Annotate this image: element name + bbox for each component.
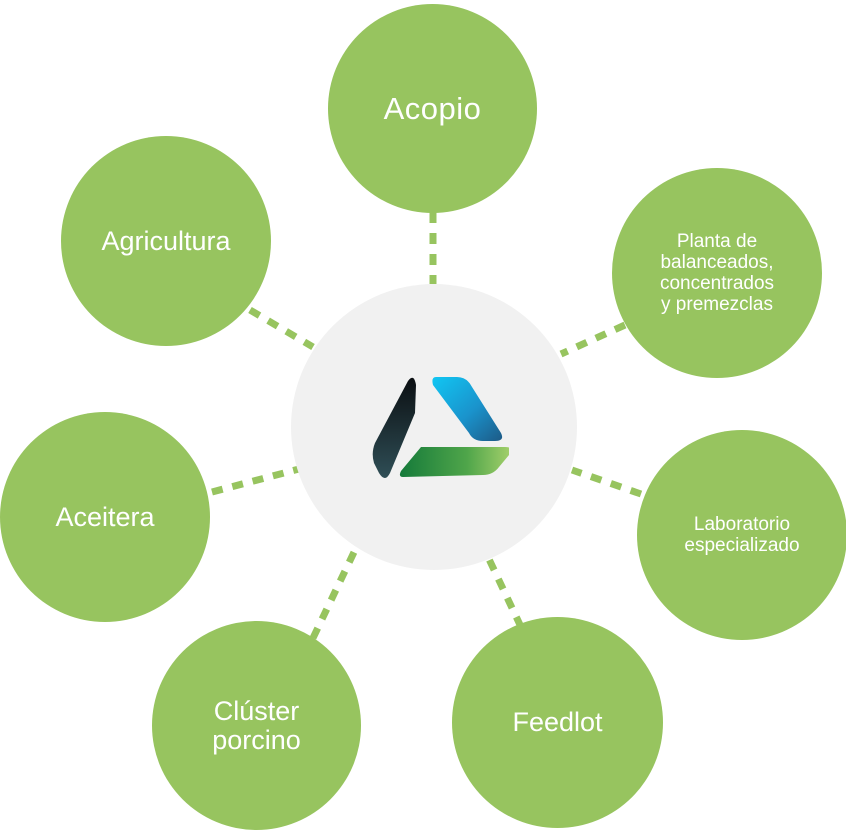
node-aceitera[interactable]: Aceitera (0, 412, 210, 622)
connector-feedlot (484, 555, 525, 629)
logo-green-segment (399, 447, 509, 477)
connector-aceitera (211, 465, 300, 496)
connector-laboratorio (570, 466, 643, 498)
connector-cluster (309, 546, 360, 640)
node-agricultura[interactable]: Agricultura (61, 136, 271, 346)
node-cluster[interactable]: Clúster porcino (152, 621, 361, 830)
node-label-aceitera: Aceitera (55, 501, 155, 532)
center-hub (291, 284, 577, 570)
triangle-logo-icon (372, 377, 509, 478)
logo-dark-segment (372, 377, 416, 478)
node-feedlot[interactable]: Feedlot (452, 617, 663, 828)
connector-agricultura (248, 306, 315, 351)
node-acopio[interactable]: Acopio (328, 4, 537, 213)
connector-planta (559, 321, 627, 358)
node-label-feedlot: Feedlot (512, 707, 603, 737)
node-planta[interactable]: Planta de balanceados, concentrados y pr… (612, 168, 822, 378)
node-label-laboratorio: Laboratorio especializado (684, 514, 800, 556)
node-label-acopio: Acopio (383, 91, 482, 126)
logo-blue-segment (432, 377, 503, 441)
node-label-planta: Planta de balanceados, concentrados y pr… (659, 231, 775, 315)
node-laboratorio[interactable]: Laboratorio especializado (637, 430, 846, 640)
node-label-cluster: Clúster porcino (212, 695, 301, 755)
node-label-agricultura: Agricultura (101, 225, 231, 256)
